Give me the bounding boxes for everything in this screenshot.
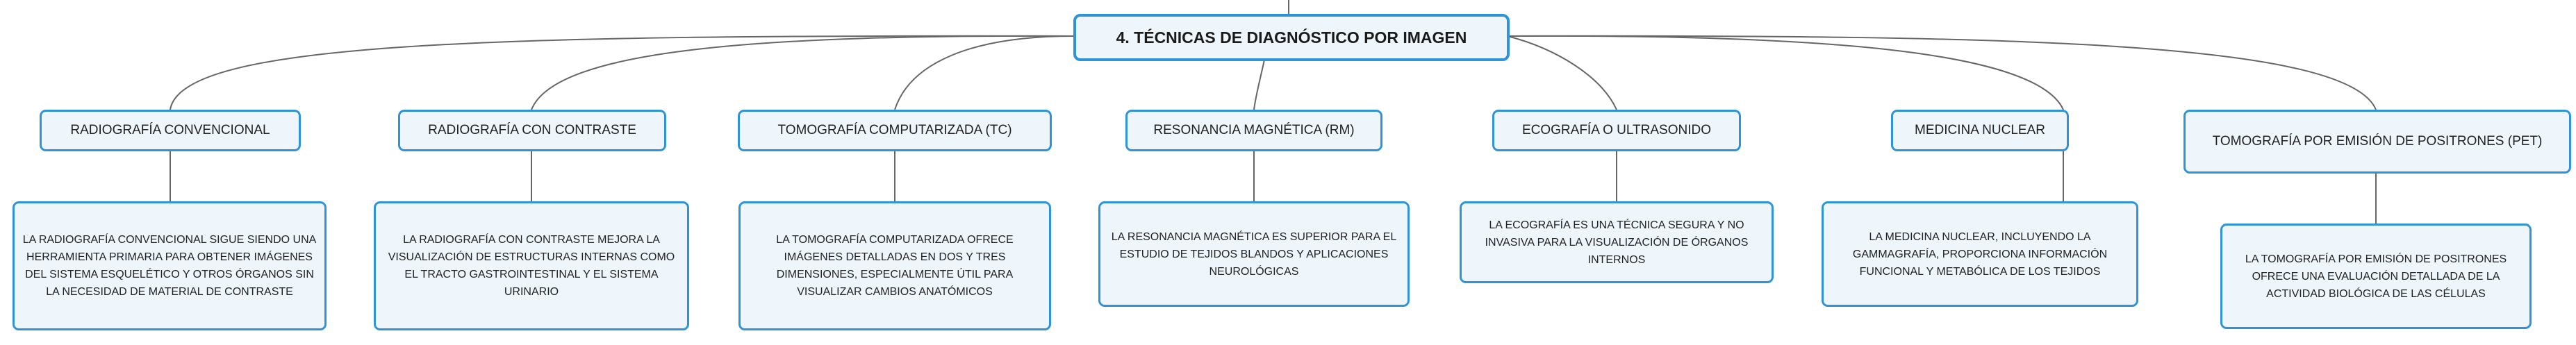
description-tomografia-computarizada[interactable]: LA TOMOGRAFÍA COMPUTARIZADA OFRECE IMÁGE… [738, 201, 1051, 330]
description-text: LA ECOGRAFÍA ES UNA TÉCNICA SEGURA Y NO … [1485, 219, 1749, 266]
central-topic-label: 4. TÉCNICAS DE DIAGNÓSTICO POR IMAGEN [1116, 28, 1467, 47]
topic-tomografia-emision-positrones[interactable]: TOMOGRAFÍA POR EMISIÓN DE POSITRONES (PE… [2183, 110, 2571, 174]
topic-label: RESONANCIA MAGNÉTICA (RM) [1153, 123, 1355, 137]
description-text: LA TOMOGRAFÍA POR EMISIÓN DE POSITRONES … [2245, 253, 2507, 300]
topic-label: TOMOGRAFÍA POR EMISIÓN DE POSITRONES (PE… [2212, 134, 2543, 149]
connector-topic-7 [1507, 35, 2377, 110]
description-medicina-nuclear[interactable]: LA MEDICINA NUCLEAR, INCLUYENDO LA GAMMA… [1822, 201, 2138, 307]
topic-label: TOMOGRAFÍA COMPUTARIZADA (TC) [777, 123, 1012, 137]
description-ecografia[interactable]: LA ECOGRAFÍA ES UNA TÉCNICA SEGURA Y NO … [1460, 201, 1774, 283]
description-text: LA RESONANCIA MAGNÉTICA ES SUPERIOR PARA… [1111, 230, 1397, 278]
description-text: LA RADIOGRAFÍA CON CONTRASTE MEJORA LA V… [388, 234, 675, 298]
connector-topic-3 [894, 35, 1074, 110]
central-topic[interactable]: 4. TÉCNICAS DE DIAGNÓSTICO POR IMAGEN [1073, 14, 1510, 61]
description-resonancia-magnetica[interactable]: LA RESONANCIA MAGNÉTICA ES SUPERIOR PARA… [1098, 201, 1410, 307]
connector-topic-1 [170, 35, 1074, 110]
connector-topic-2 [531, 35, 1074, 110]
topic-resonancia-magnetica[interactable]: RESONANCIA MAGNÉTICA (RM) [1125, 110, 1382, 151]
description-tomografia-emision-positrones[interactable]: LA TOMOGRAFÍA POR EMISIÓN DE POSITRONES … [2220, 224, 2532, 329]
topic-label: ECOGRAFÍA O ULTRASONIDO [1521, 123, 1712, 137]
topic-tomografia-computarizada[interactable]: TOMOGRAFÍA COMPUTARIZADA (TC) [738, 110, 1052, 151]
topic-radiografia-con-contraste[interactable]: RADIOGRAFÍA CON CONTRASTE [398, 110, 666, 151]
connector-topic-5 [1507, 35, 1617, 110]
connector-topic-4 [1253, 59, 1265, 110]
description-text: LA MEDICINA NUCLEAR, INCLUYENDO LA GAMMA… [1852, 230, 2108, 278]
topic-ecografia[interactable]: ECOGRAFÍA O ULTRASONIDO [1492, 110, 1741, 151]
description-text: LA RADIOGRAFÍA CONVENCIONAL SIGUE SIENDO… [22, 234, 317, 298]
topic-label: RADIOGRAFÍA CONVENCIONAL [70, 123, 270, 137]
topic-medicina-nuclear[interactable]: MEDICINA NUCLEAR [1891, 110, 2069, 151]
description-text: LA TOMOGRAFÍA COMPUTARIZADA OFRECE IMÁGE… [776, 234, 1014, 298]
topic-label: MEDICINA NUCLEAR [1915, 123, 2045, 137]
topic-label: RADIOGRAFÍA CON CONTRASTE [428, 123, 636, 137]
description-radiografia-con-contraste[interactable]: LA RADIOGRAFÍA CON CONTRASTE MEJORA LA V… [374, 201, 689, 330]
topic-radiografia-convencional[interactable]: RADIOGRAFÍA CONVENCIONAL [40, 110, 301, 151]
description-radiografia-convencional[interactable]: LA RADIOGRAFÍA CONVENCIONAL SIGUE SIENDO… [13, 201, 327, 330]
connector-topic-6 [1507, 35, 2064, 110]
